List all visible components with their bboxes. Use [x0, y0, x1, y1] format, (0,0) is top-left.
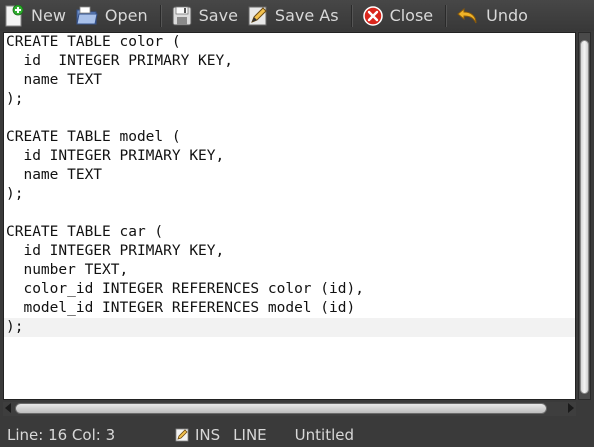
horizontal-scrollbar[interactable]	[3, 402, 576, 416]
close-icon	[362, 5, 383, 26]
save-as-button[interactable]: Save As	[244, 0, 345, 31]
pen-icon	[175, 428, 189, 441]
save-label: Save	[198, 6, 238, 25]
code-line: CREATE TABLE model (	[6, 129, 181, 145]
code-line: id INTEGER PRIMARY KEY,	[6, 243, 225, 259]
open-label: Open	[104, 6, 148, 25]
vertical-scrollbar[interactable]	[578, 32, 591, 400]
cursor-position: Line: 16 Col: 3	[7, 425, 116, 444]
new-document-icon	[5, 4, 24, 26]
code-line: name TEXT	[6, 167, 103, 183]
scroll-left-arrow-icon[interactable]	[5, 403, 11, 413]
toolbar-separator	[445, 4, 448, 27]
insert-mode: INS	[195, 425, 221, 444]
undo-button[interactable]: Undo	[453, 0, 534, 31]
open-folder-icon	[76, 6, 98, 24]
open-button[interactable]: Open	[72, 0, 154, 31]
code-line: CREATE TABLE car (	[6, 224, 164, 240]
code-line: name TEXT	[6, 72, 103, 88]
toolbar-separator	[350, 4, 353, 27]
text-editor[interactable]: CREATE TABLE color ( id INTEGER PRIMARY …	[3, 32, 576, 400]
horizontal-scrollbar-thumb[interactable]	[15, 403, 547, 414]
status-bar: Line: 16 Col: 3 INS LINE Untitled	[0, 422, 594, 447]
code-line: model_id INTEGER REFERENCES model (id)	[6, 300, 356, 316]
floppy-disk-icon	[172, 6, 192, 25]
new-label: New	[31, 6, 66, 25]
code-line	[4, 204, 575, 223]
undo-label: Undo	[486, 6, 528, 25]
toolbar-separator	[159, 4, 162, 27]
code-line	[4, 109, 575, 128]
close-button[interactable]: Close	[359, 0, 440, 31]
current-code-line: );	[4, 318, 575, 337]
save-button[interactable]: Save	[168, 0, 244, 31]
code-line: id INTEGER PRIMARY KEY,	[6, 148, 225, 164]
close-label: Close	[389, 6, 434, 25]
document-name: Untitled	[294, 425, 354, 444]
line-mode: LINE	[233, 425, 267, 444]
undo-arrow-icon	[457, 7, 477, 23]
code-line: );	[6, 186, 24, 202]
toolbar: New Open Save Save As Close	[0, 0, 594, 31]
code-line: id INTEGER PRIMARY KEY,	[6, 53, 233, 69]
edit-mode-indicator: INS LINE	[175, 426, 267, 444]
code-line: );	[6, 91, 24, 107]
save-as-label: Save As	[274, 6, 339, 25]
code-line: CREATE TABLE color (	[6, 34, 181, 50]
new-button[interactable]: New	[0, 0, 72, 31]
code-line: color_id INTEGER REFERENCES color (id),	[6, 281, 364, 297]
vertical-scrollbar-thumb[interactable]	[580, 40, 589, 394]
code-line: number TEXT,	[6, 262, 129, 278]
scroll-right-arrow-icon[interactable]	[568, 403, 574, 413]
pencil-icon	[248, 6, 267, 25]
